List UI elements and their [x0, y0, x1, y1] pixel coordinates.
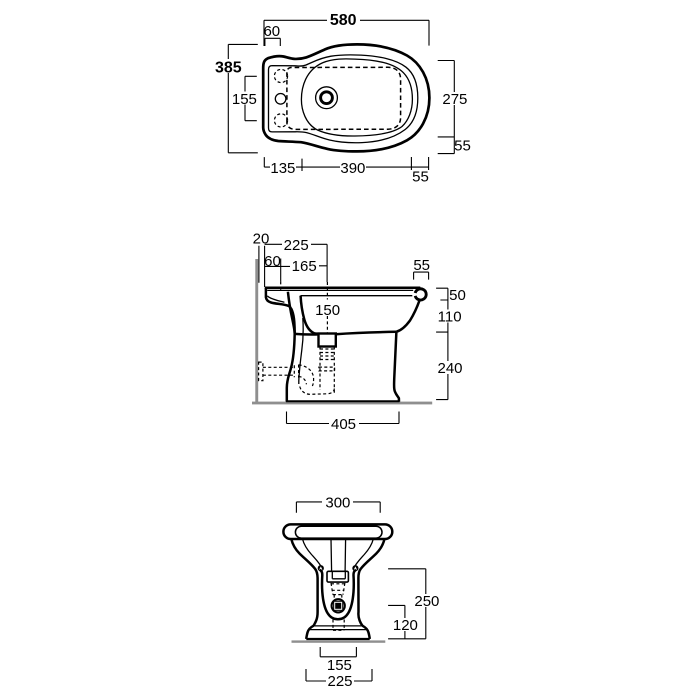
svg-text:250: 250 — [414, 593, 439, 610]
svg-text:55: 55 — [413, 257, 430, 274]
svg-text:155: 155 — [327, 657, 352, 674]
svg-text:275: 275 — [442, 91, 467, 108]
svg-text:55: 55 — [454, 137, 471, 154]
svg-text:135: 135 — [270, 160, 295, 177]
svg-text:55: 55 — [412, 169, 429, 186]
svg-text:390: 390 — [340, 160, 365, 177]
svg-text:580: 580 — [330, 12, 357, 29]
svg-text:385: 385 — [215, 60, 242, 77]
svg-text:405: 405 — [331, 416, 356, 433]
svg-text:120: 120 — [393, 617, 418, 634]
svg-text:110: 110 — [438, 309, 462, 326]
svg-text:225: 225 — [327, 673, 352, 690]
svg-text:60: 60 — [263, 23, 280, 40]
svg-text:155: 155 — [232, 91, 257, 108]
svg-text:225: 225 — [284, 237, 309, 254]
svg-text:150: 150 — [315, 302, 340, 319]
svg-text:50: 50 — [449, 287, 466, 304]
svg-text:20: 20 — [253, 230, 270, 247]
svg-text:60: 60 — [264, 253, 281, 270]
svg-text:240: 240 — [437, 360, 462, 377]
svg-text:165: 165 — [292, 258, 317, 275]
svg-text:300: 300 — [325, 494, 350, 511]
